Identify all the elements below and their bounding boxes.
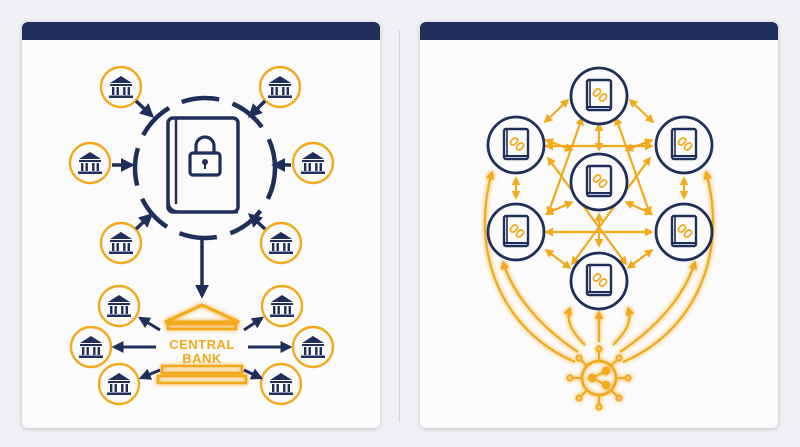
bank-node-mid-left	[70, 143, 135, 183]
bank-node-lower-left	[101, 213, 154, 263]
ledger-node-bottom	[569, 251, 629, 311]
bank-node-mid-right	[271, 143, 333, 183]
bank-node-top-right	[248, 67, 300, 118]
ledger-node-lower-left	[486, 202, 546, 262]
bank-node-bottom-top-right	[243, 286, 302, 332]
bank-node-bottom-top-left	[99, 286, 161, 332]
bank-node-lower-right	[247, 213, 301, 263]
panel-divider	[399, 30, 400, 422]
ledger-node-lower-right	[654, 202, 714, 262]
decentralized-panel-header	[420, 22, 778, 40]
locked-ledger-book-icon	[166, 116, 240, 214]
ledger-node-upper-left	[486, 115, 546, 175]
bank-node-top-left	[101, 67, 155, 118]
ledger-node-top	[569, 66, 629, 126]
central-bank-label-line1: CENTRAL	[169, 337, 235, 352]
central-bank-label-line2: BANK	[182, 351, 222, 366]
ledger-node-center	[569, 152, 629, 212]
peer-connection-lines	[511, 98, 689, 270]
share-network-icon	[566, 345, 632, 411]
bank-node-bottom-mid-right	[248, 327, 333, 367]
central-bank-building-icon	[156, 303, 248, 385]
source-distribution-curves	[483, 170, 715, 364]
centralized-panel-header	[22, 22, 380, 40]
ledger-node-upper-right	[654, 115, 714, 175]
bank-node-bottom-mid-left	[71, 327, 156, 367]
bank-node-bottom-low-right	[243, 364, 301, 404]
bank-node-bottom-low-left	[99, 364, 161, 404]
